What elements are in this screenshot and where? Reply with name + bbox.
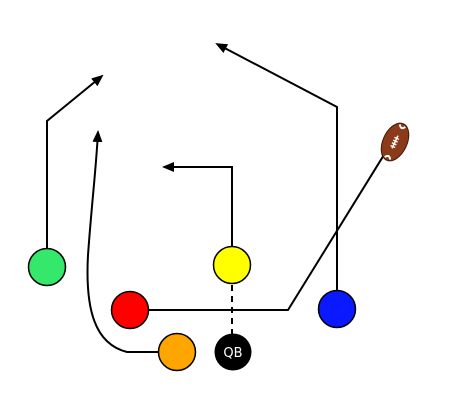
orange-route bbox=[86, 130, 160, 353]
blue-player bbox=[317, 289, 357, 329]
qb-label: QB bbox=[223, 346, 242, 361]
green-route bbox=[46, 74, 104, 249]
orange-player bbox=[157, 332, 197, 372]
yellow-player bbox=[212, 245, 252, 285]
red-route bbox=[149, 149, 388, 311]
yellow-route bbox=[162, 162, 233, 247]
qb-player bbox=[214, 333, 252, 371]
red-player bbox=[110, 290, 150, 330]
football-icon bbox=[380, 122, 410, 162]
green-player bbox=[27, 247, 67, 287]
